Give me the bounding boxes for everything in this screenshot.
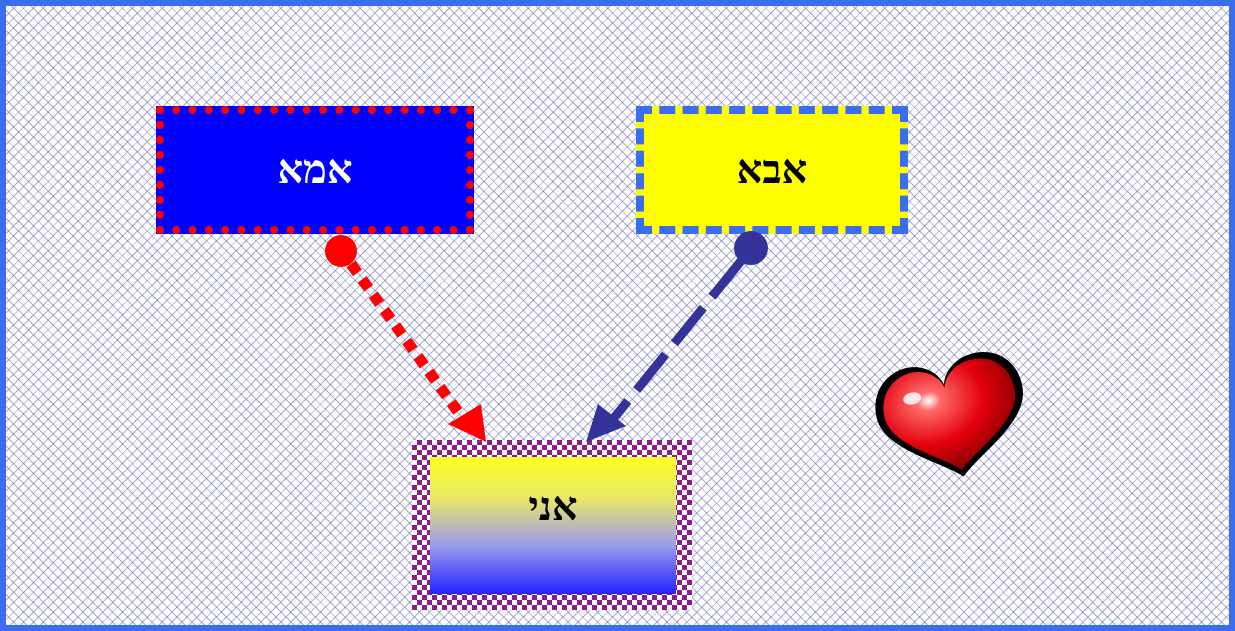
edge-dad-line: [610, 258, 745, 421]
node-dad-label: אבא: [736, 146, 808, 193]
node-me-label: אני: [528, 483, 578, 530]
edge-dad-to-me: [586, 231, 768, 442]
edges-layer: [325, 231, 1023, 477]
edge-mom-line: [346, 260, 466, 420]
edge-mom-start-dot: [325, 235, 357, 267]
edge-dad-arrowhead: [586, 404, 626, 442]
node-me: אני: [430, 457, 676, 594]
node-mom-label: אמא: [277, 146, 353, 193]
edge-mom-to-me: [325, 235, 486, 442]
edge-mom-arrowhead: [448, 404, 486, 442]
heart-icon: [875, 352, 1023, 477]
node-dad: אבא: [636, 106, 908, 234]
edge-dad-start-dot: [734, 231, 768, 265]
node-mom: אמא: [156, 106, 474, 234]
